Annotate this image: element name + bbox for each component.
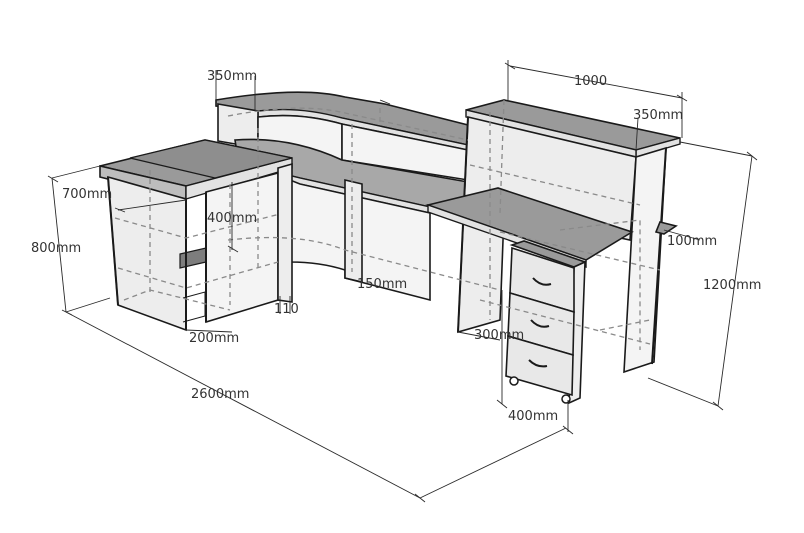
dim-desk-height: 800mm [31,241,82,256]
dim-shelf-height: 400mm [207,211,258,226]
left-return [99,139,293,332]
dim-counter-width-right: 1000 [574,74,608,89]
dim-side-return: 200mm [189,331,240,346]
dim-total-height: 1200mm [703,278,762,293]
dim-total-length: 2600mm [191,387,250,402]
hidden-lines [114,99,661,350]
dim-return-depth: 700mm [62,187,113,202]
dim-overhang: 100mm [667,234,718,249]
dim-pedestal-width: 400mm [508,409,559,424]
dimension-lines [47,60,758,503]
dim-counter-depth-left: 350mm [207,69,258,84]
dim-leg-offset: 300mm [474,328,525,343]
dim-modesty-offset: 150mm [357,277,408,292]
mobile-pedestal [505,240,588,405]
dim-counter-depth-right: 350mm [633,108,684,123]
dim-panel-offset: 110 [274,302,299,317]
